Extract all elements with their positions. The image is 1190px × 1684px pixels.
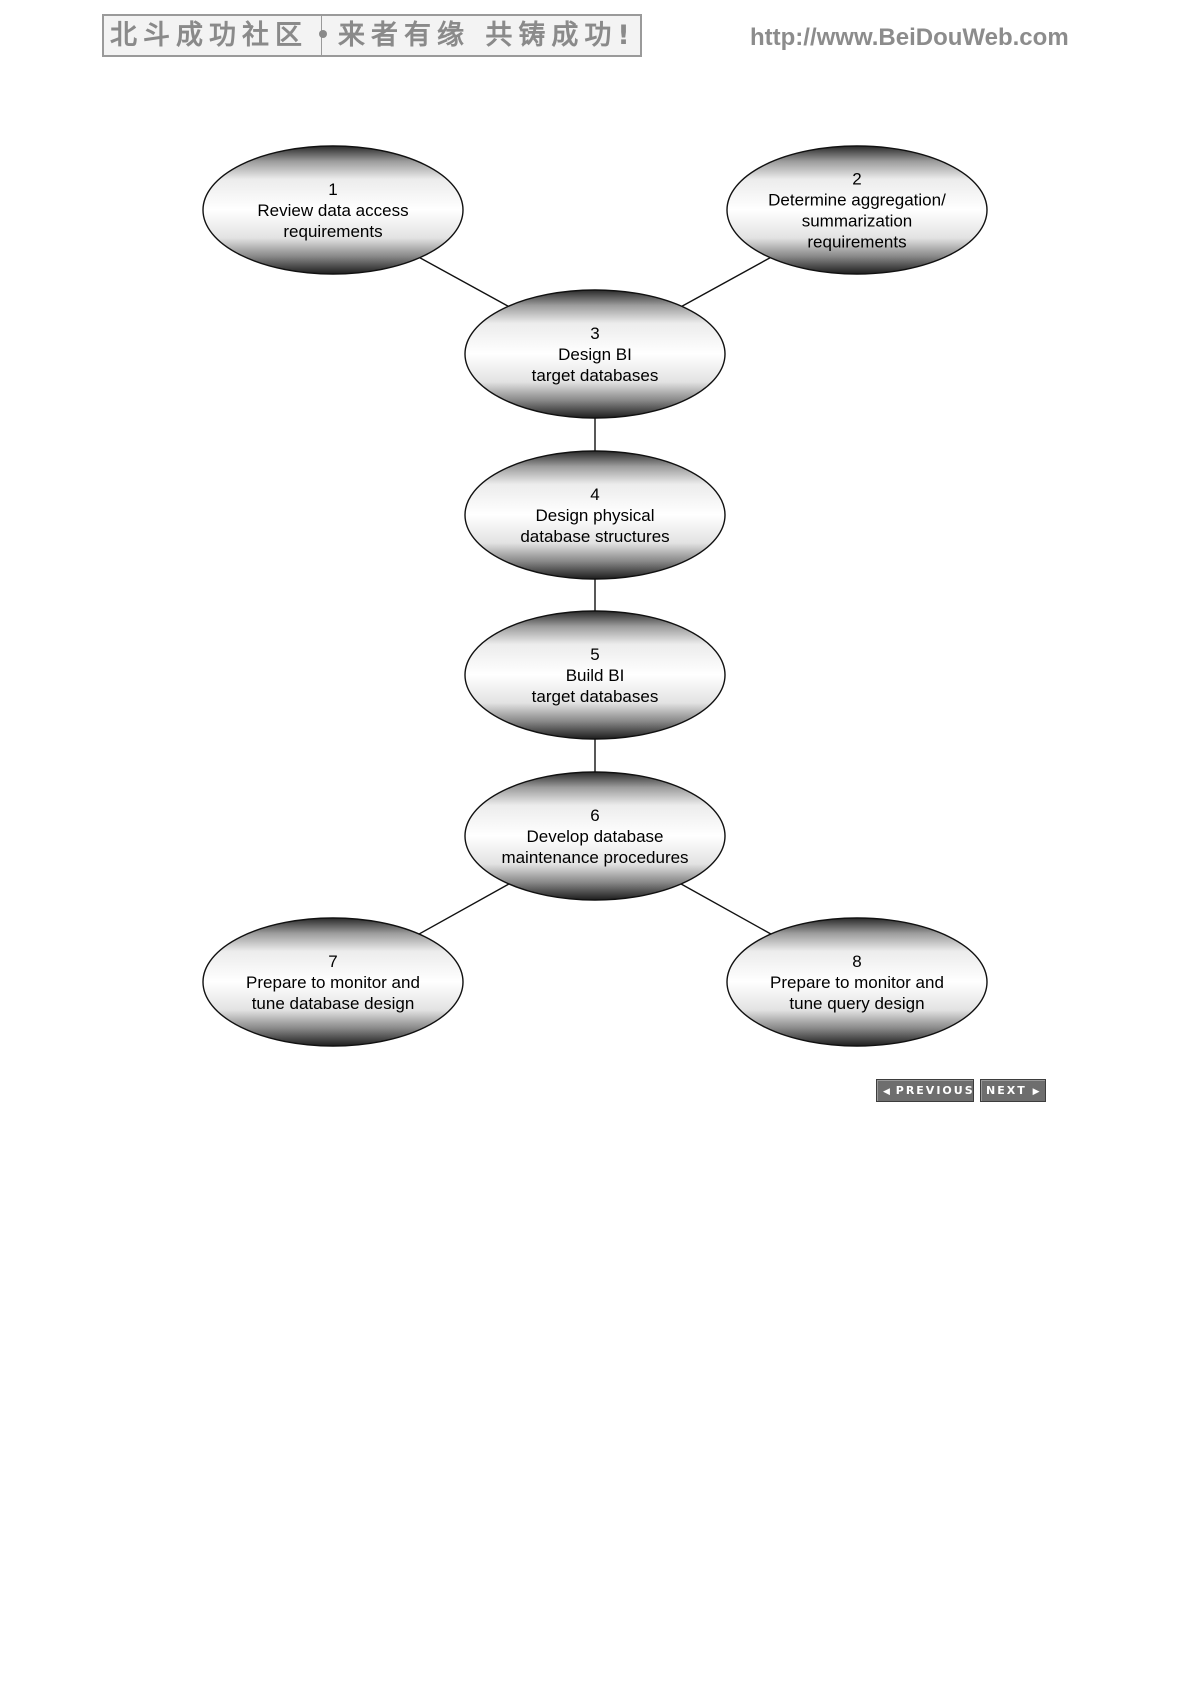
- node-oval: [202, 145, 464, 275]
- node-label-line: Design BI: [558, 345, 632, 364]
- node-label-line: tune database design: [252, 994, 415, 1013]
- node-label-line: summarization: [802, 212, 913, 231]
- node-label-line: target databases: [532, 687, 659, 706]
- node-label-line: maintenance procedures: [501, 848, 688, 867]
- triangle-right-icon: ▶: [1032, 1087, 1040, 1097]
- node-number: 5: [590, 645, 599, 664]
- node-oval: [726, 917, 988, 1047]
- node-label-line: Develop database: [526, 827, 663, 846]
- node-label-line: tune query design: [789, 994, 924, 1013]
- node-label-line: database structures: [520, 527, 669, 546]
- node-oval: [464, 610, 726, 740]
- next-label: NEXT: [986, 1084, 1027, 1097]
- node-number: 1: [328, 180, 337, 199]
- node-label-line: requirements: [283, 222, 382, 241]
- node-oval: [202, 917, 464, 1047]
- node-oval: [464, 771, 726, 901]
- banner-slogan: 来者有缘 共铸成功!: [338, 20, 636, 51]
- node-label-line: Review data access: [257, 201, 408, 220]
- node-label-line: Prepare to monitor and: [770, 973, 944, 992]
- previous-button[interactable]: ◀ PREVIOUS: [876, 1079, 974, 1102]
- next-button[interactable]: NEXT ▶: [980, 1079, 1046, 1102]
- node-label-line: Design physical: [535, 506, 654, 525]
- node-label-line: Prepare to monitor and: [246, 973, 420, 992]
- node-oval: [726, 145, 988, 275]
- previous-label: PREVIOUS: [895, 1084, 975, 1097]
- node-number: 6: [590, 806, 599, 825]
- node-number: 3: [590, 324, 599, 343]
- banner-title: 北斗成功社区: [110, 20, 308, 51]
- node-number: 8: [852, 952, 861, 971]
- node-number: 4: [590, 485, 599, 504]
- header-banner: 北斗成功社区 来者有缘 共铸成功!: [102, 14, 642, 57]
- node-oval: [464, 450, 726, 580]
- triangle-left-icon: ◀: [883, 1087, 890, 1097]
- node-number: 7: [328, 952, 337, 971]
- node-number: 2: [852, 170, 861, 189]
- node-label-line: Determine aggregation/: [768, 191, 946, 210]
- node-label-line: target databases: [532, 366, 659, 385]
- site-url: http://www.BeiDouWeb.com: [750, 24, 1069, 51]
- banner-dot-icon: [319, 30, 327, 38]
- node-label-line: Build BI: [566, 666, 625, 685]
- node-label-line: requirements: [807, 233, 906, 252]
- node-oval: [464, 289, 726, 419]
